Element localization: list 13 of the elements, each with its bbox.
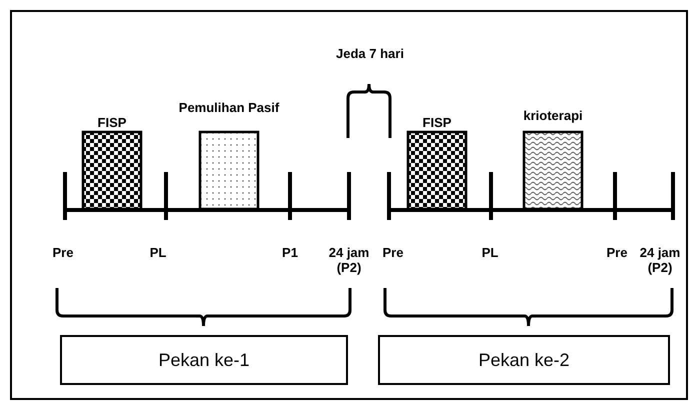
bar-heading: FISP bbox=[422, 115, 452, 130]
timepoint-label: P1 bbox=[281, 245, 299, 260]
bar-heading: krioterapi bbox=[522, 108, 584, 123]
bar-heading: Pemulihan Pasif bbox=[178, 100, 280, 115]
timepoint-label: PL bbox=[148, 245, 168, 260]
timepoint-label: 24 jam (P2) bbox=[638, 245, 682, 275]
timepoint-label: Pre bbox=[52, 245, 74, 260]
period-box: Pekan ke-1 bbox=[60, 335, 348, 385]
period-box: Pekan ke-2 bbox=[378, 335, 670, 385]
timepoint-label: 24 jam (P2) bbox=[328, 245, 370, 275]
bar-heading: FISP bbox=[96, 115, 128, 130]
timepoint-label: PL bbox=[480, 245, 500, 260]
gap-label: Jeda 7 hari bbox=[335, 46, 405, 61]
